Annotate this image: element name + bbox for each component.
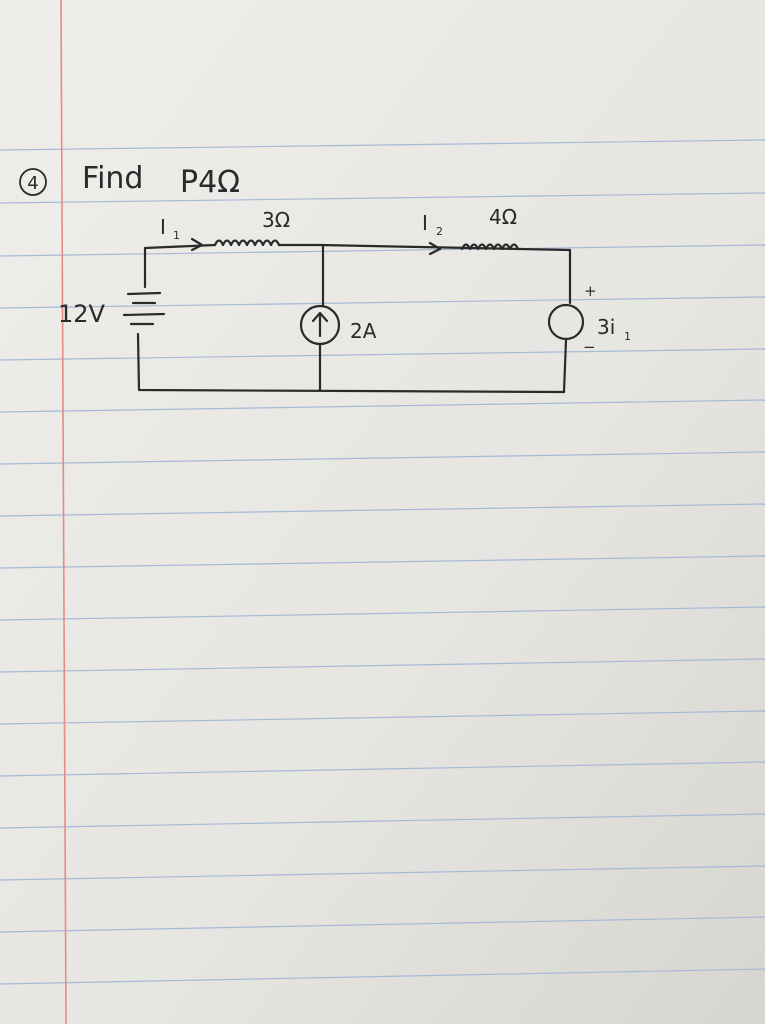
resistor-1-label: 3Ω xyxy=(262,208,290,232)
battery-plate-3 xyxy=(122,312,166,317)
current-1-subscript: 1 xyxy=(173,229,180,242)
current-2-subscript: 2 xyxy=(436,225,443,238)
dependent-source-label: 3i xyxy=(597,315,615,339)
current-source-arrow xyxy=(311,311,329,338)
ruled-lines xyxy=(0,139,765,985)
arrow-i2 xyxy=(428,241,442,256)
problem-number-circle xyxy=(19,168,47,196)
current-source-label: 2A xyxy=(350,319,377,343)
problem-title-symbol: P4Ω xyxy=(180,165,240,200)
current-1-label: I xyxy=(160,215,166,239)
circuit-diagram xyxy=(122,237,585,394)
battery-label: 12V xyxy=(58,300,106,328)
minus-sign: − xyxy=(583,338,596,356)
plus-sign: + xyxy=(584,282,597,300)
resistor-2-label: 4Ω xyxy=(489,205,517,229)
resistor-4ohm xyxy=(460,243,520,251)
battery-plate-1 xyxy=(126,291,162,296)
margin-line xyxy=(60,0,67,1024)
wire-bottom xyxy=(136,332,566,394)
problem-number: 4 xyxy=(27,173,38,194)
wire-right-bottom xyxy=(562,338,568,394)
problem-heading: 4 Find P4Ω xyxy=(19,161,240,200)
current-2-label: I xyxy=(422,211,428,235)
problem-title-text: Find xyxy=(82,161,143,196)
resistor-3ohm xyxy=(213,239,281,247)
wire-left-top xyxy=(143,243,217,289)
circuit-labels: 12V I 1 3Ω I 2 4Ω 2A + − 3i 1 xyxy=(58,205,631,356)
arrow-i1 xyxy=(190,237,204,252)
dependent-source-subscript: 1 xyxy=(624,330,631,343)
